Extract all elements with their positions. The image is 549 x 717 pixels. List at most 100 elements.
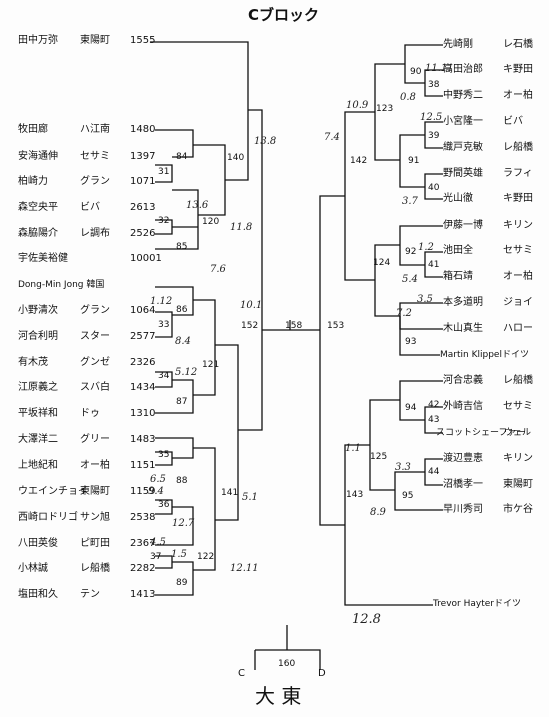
right-player: 中野秀二オー柏 [443, 90, 533, 101]
handwritten-score: 1.1 [345, 443, 361, 454]
match-number: 143 [346, 490, 364, 500]
handwritten-score: 7.2 [396, 308, 412, 319]
right-player: 本多道明ジョイ [443, 297, 533, 308]
bracket-line [344, 444, 433, 606]
match-number: 140 [227, 153, 245, 163]
right-player: Trevor Hayterドイツ [433, 599, 521, 609]
bracket-line [155, 286, 194, 316]
match-number: 36 [158, 500, 170, 510]
match-number: 122 [197, 552, 215, 562]
handwritten-score: 11.8 [230, 222, 253, 233]
bracket-line [344, 111, 375, 281]
handwritten-score: 0.8 [400, 92, 416, 103]
handwritten-score: 4.5 [150, 537, 166, 548]
right-player: 早川秀司市ケ谷 [443, 504, 533, 515]
match-number: 88 [176, 476, 188, 486]
right-player: 高田治郎キ野田 [443, 64, 533, 75]
final-label-d: D [318, 668, 326, 679]
match-number: 91 [408, 156, 420, 166]
match-number: 44 [428, 467, 440, 477]
match-number: 142 [350, 156, 368, 166]
match-number: 121 [202, 360, 220, 370]
handwritten-score: 12.5 [420, 112, 443, 123]
match-number: 153 [327, 321, 345, 331]
signature: 大 東 [255, 684, 302, 708]
match-number: 92 [405, 247, 417, 257]
bracket-line [155, 561, 194, 596]
match-number: 124 [373, 258, 391, 268]
handwritten-score: 1.2 [418, 242, 434, 253]
handwritten-score: 10.9 [346, 100, 369, 111]
handwritten-score: 1.5 [171, 549, 187, 560]
handwritten-score: 5.12 [175, 367, 198, 378]
match-number: 35 [158, 450, 170, 460]
match-number: 87 [176, 397, 188, 407]
match-number: 41 [428, 260, 440, 270]
match-number: 40 [428, 183, 440, 193]
bracket-line [155, 311, 173, 338]
handwritten-score: 12.7 [172, 518, 195, 529]
bracket-line [155, 189, 199, 250]
match-number: 42 [428, 400, 440, 410]
bracket-line [374, 244, 400, 317]
match-number: 34 [158, 371, 170, 381]
bracket-line [155, 164, 173, 183]
bracket-line [399, 134, 425, 188]
right-player: 織戸克敏レ船橋 [443, 142, 533, 153]
right-player: スコットシェーファーウェル [436, 428, 532, 438]
match-number: 33 [158, 320, 170, 330]
match-number: 125 [370, 452, 388, 462]
match-number: 120 [202, 217, 220, 227]
right-player: 光山徹キ野田 [443, 193, 533, 204]
right-player: 先崎剛レ石橋 [443, 39, 533, 50]
match-number: 123 [376, 104, 394, 114]
match-number: 141 [221, 488, 239, 498]
match-number: 89 [176, 578, 188, 588]
bracket-line [155, 506, 194, 546]
handwritten-score: 6.5 [150, 474, 166, 485]
match-number: 86 [176, 305, 188, 315]
bracket-line [193, 447, 216, 571]
match-number: 31 [158, 167, 170, 177]
handwritten-score: 7.4 [324, 132, 340, 143]
match-number: 43 [428, 415, 440, 425]
handwritten-score: 1.12 [150, 296, 173, 307]
handwritten-score: 12.11 [230, 563, 259, 574]
handwritten-score: 12.8 [352, 612, 381, 627]
right-player: 外崎吉信セサミ [443, 401, 533, 412]
match-number: 32 [158, 216, 170, 226]
bracket-line [193, 299, 216, 396]
match-number: 95 [402, 491, 414, 501]
right-player: 河合忠義レ船橋 [443, 375, 533, 386]
right-player: 野間英雄ラフィ [443, 168, 533, 179]
handwritten-score: 5.1 [242, 492, 258, 503]
handwritten-score: 3.5 [417, 294, 433, 305]
handwritten-score: 8.4 [175, 336, 191, 347]
right-player: Martin Klippelドイツ [440, 350, 529, 360]
bracket-line [394, 471, 443, 511]
match-number: 90 [410, 67, 422, 77]
bracket-line [150, 41, 249, 181]
right-player: 伊藤一博キリン [443, 220, 533, 231]
final-label-c: C [238, 668, 245, 679]
handwritten-score: 10.1 [240, 300, 263, 311]
match-number: 160 [278, 659, 296, 669]
match-number: 84 [176, 152, 188, 162]
match-number: 85 [176, 242, 188, 252]
match-number: 38 [428, 80, 440, 90]
